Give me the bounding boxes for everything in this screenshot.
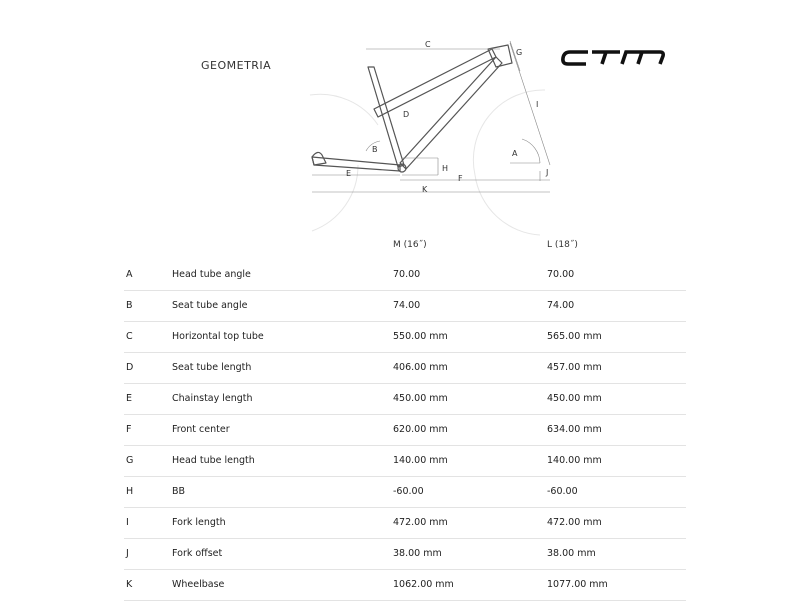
row-letter: A bbox=[126, 269, 133, 280]
row-name: Wheelbase bbox=[172, 579, 225, 590]
table-row: H BB -60.00 -60.00 bbox=[124, 477, 686, 508]
row-name: Seat tube length bbox=[172, 362, 252, 373]
row-letter: K bbox=[126, 579, 133, 590]
row-value-m: 450.00 mm bbox=[393, 393, 448, 404]
bottom-bracket bbox=[397, 163, 407, 173]
row-letter: J bbox=[126, 548, 129, 559]
row-value-l: 140.00 mm bbox=[547, 455, 602, 466]
geometry-diagram: C G I D B A H J E F K bbox=[309, 40, 551, 236]
row-value-l: -60.00 bbox=[547, 486, 578, 497]
row-value-m: 1062.00 mm bbox=[393, 579, 454, 590]
table-row: F Front center 620.00 mm 634.00 mm bbox=[124, 415, 686, 446]
dim-label-k: K bbox=[422, 185, 428, 194]
row-value-m: 38.00 mm bbox=[393, 548, 442, 559]
row-value-m: 472.00 mm bbox=[393, 517, 448, 528]
row-letter: I bbox=[126, 517, 129, 528]
column-header-m: M (16˝) bbox=[393, 240, 427, 250]
dimension-lines bbox=[312, 40, 551, 193]
row-value-m: -60.00 bbox=[393, 486, 424, 497]
table-row: D Seat tube length 406.00 mm 457.00 mm bbox=[124, 353, 686, 384]
table-row: K Wheelbase 1062.00 mm 1077.00 mm bbox=[124, 570, 686, 601]
row-name: Fork offset bbox=[172, 548, 223, 559]
dim-g bbox=[509, 40, 521, 72]
chainstay bbox=[311, 156, 401, 172]
column-header-l: L (18˝) bbox=[547, 240, 578, 250]
dim-label-a: A bbox=[512, 149, 518, 158]
row-letter: D bbox=[126, 362, 134, 373]
table-header: M (16˝) L (18˝) bbox=[124, 232, 686, 260]
row-letter: E bbox=[126, 393, 133, 404]
row-name: Fork length bbox=[172, 517, 226, 528]
dim-b-arc bbox=[365, 140, 381, 152]
geometry-table: M (16˝) L (18˝) A Head tube angle 70.00 … bbox=[124, 232, 686, 601]
page-title: GEOMETRIA bbox=[201, 59, 272, 72]
dim-a-arc bbox=[521, 138, 541, 164]
dim-label-h: H bbox=[442, 164, 448, 173]
row-value-m: 140.00 mm bbox=[393, 455, 448, 466]
top-tube bbox=[373, 48, 497, 118]
dim-label-c: C bbox=[425, 40, 431, 49]
dim-label-g: G bbox=[516, 48, 522, 57]
row-value-l: 634.00 mm bbox=[547, 424, 602, 435]
table-row: C Horizontal top tube 550.00 mm 565.00 m… bbox=[124, 322, 686, 353]
row-value-l: 70.00 bbox=[547, 269, 575, 280]
row-letter: H bbox=[126, 486, 134, 497]
row-name: Horizontal top tube bbox=[172, 331, 264, 342]
row-value-l: 450.00 mm bbox=[547, 393, 602, 404]
row-name: Head tube length bbox=[172, 455, 255, 466]
dim-label-j: J bbox=[545, 168, 548, 177]
ctm-logo bbox=[561, 50, 665, 66]
row-value-m: 550.00 mm bbox=[393, 331, 448, 342]
row-name: BB bbox=[172, 486, 186, 497]
row-value-l: 565.00 mm bbox=[547, 331, 602, 342]
table-row: E Chainstay length 450.00 mm 450.00 mm bbox=[124, 384, 686, 415]
table-row: A Head tube angle 70.00 70.00 bbox=[124, 260, 686, 291]
dim-label-b: B bbox=[372, 145, 378, 154]
row-letter: C bbox=[126, 331, 133, 342]
row-name: Head tube angle bbox=[172, 269, 251, 280]
front-wheel-top-arc bbox=[472, 89, 546, 176]
table-row: I Fork length 472.00 mm 472.00 mm bbox=[124, 508, 686, 539]
row-value-m: 406.00 mm bbox=[393, 362, 448, 373]
row-value-m: 74.00 bbox=[393, 300, 421, 311]
row-value-m: 620.00 mm bbox=[393, 424, 448, 435]
dim-label-e: E bbox=[346, 169, 351, 178]
row-letter: B bbox=[126, 300, 133, 311]
dim-i bbox=[509, 42, 551, 166]
front-wheel-bottom-arc bbox=[474, 174, 541, 236]
dim-h bbox=[402, 157, 439, 176]
row-letter: G bbox=[126, 455, 134, 466]
row-value-l: 38.00 mm bbox=[547, 548, 596, 559]
row-value-l: 1077.00 mm bbox=[547, 579, 608, 590]
row-letter: F bbox=[126, 424, 132, 435]
table-row: G Head tube length 140.00 mm 140.00 mm bbox=[124, 446, 686, 477]
dim-label-i: I bbox=[536, 100, 538, 109]
table-row: J Fork offset 38.00 mm 38.00 mm bbox=[124, 539, 686, 570]
rear-dropout bbox=[311, 151, 327, 166]
row-name: Chainstay length bbox=[172, 393, 253, 404]
table-row: B Seat tube angle 74.00 74.00 bbox=[124, 291, 686, 322]
dim-label-f: F bbox=[458, 174, 463, 183]
down-tube bbox=[399, 56, 503, 170]
rear-wheel-top-arc bbox=[309, 93, 379, 126]
dim-label-d: D bbox=[403, 110, 409, 119]
row-name: Front center bbox=[172, 424, 230, 435]
bike-frame bbox=[311, 44, 513, 173]
head-tube bbox=[487, 44, 513, 68]
row-name: Seat tube angle bbox=[172, 300, 248, 311]
row-value-m: 70.00 bbox=[393, 269, 421, 280]
row-value-l: 457.00 mm bbox=[547, 362, 602, 373]
row-value-l: 472.00 mm bbox=[547, 517, 602, 528]
wheel-outlines bbox=[309, 89, 546, 236]
row-value-l: 74.00 bbox=[547, 300, 575, 311]
